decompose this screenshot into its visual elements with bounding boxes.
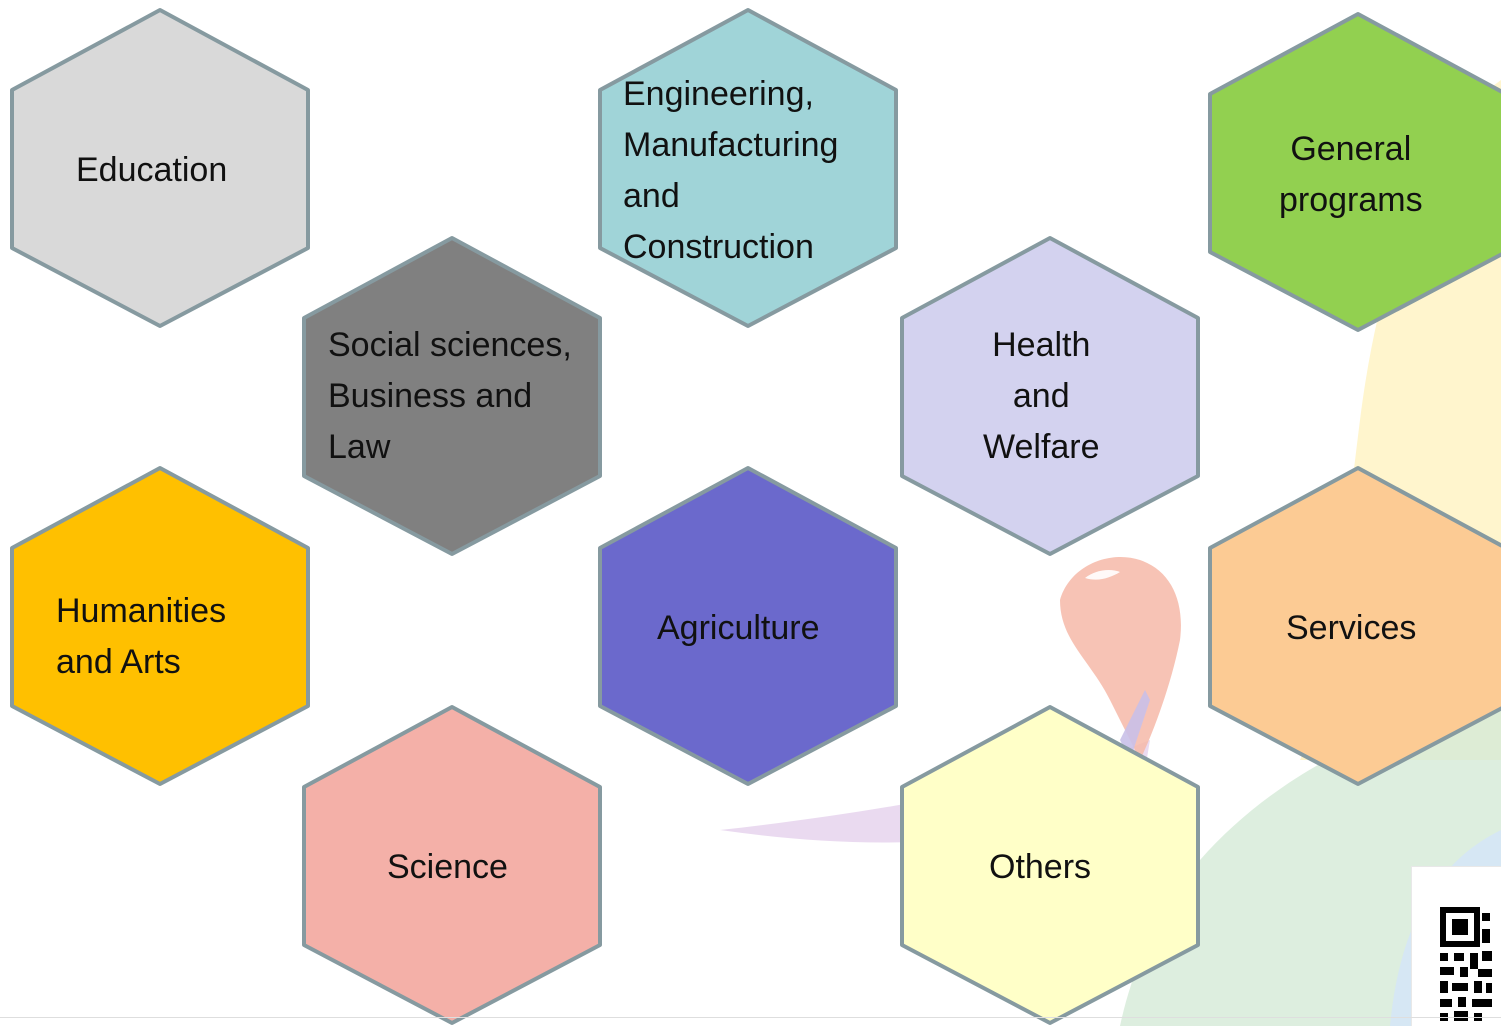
hexagon-humanities-arts: Humanities and Arts	[10, 466, 310, 786]
hexagon-label: Humanities and Arts	[56, 586, 226, 688]
hexagon-label: Science	[387, 842, 508, 893]
footer-divider	[0, 1017, 1501, 1018]
hexagon-label-line: programs	[1279, 181, 1423, 219]
watermark-bird-beak	[1120, 690, 1150, 760]
hexagon-general-programs: General programs	[1208, 12, 1501, 332]
hexagon-label-line: Agriculture	[657, 609, 820, 647]
hexagon-education: Education	[10, 8, 310, 328]
hexagon-agriculture: Agriculture	[598, 466, 898, 786]
hexagon-label-line: and	[623, 177, 680, 215]
hexagon-label-line: Business and	[328, 377, 533, 415]
hexagon-label-line: and Arts	[56, 643, 181, 681]
hexagon-label: General programs	[1279, 124, 1423, 226]
hexagon-label: Agriculture	[657, 603, 820, 654]
hexagon-label-line: Engineering,	[623, 75, 814, 113]
hexagon-services: Services	[1208, 466, 1501, 786]
hexagon-label-line: Health	[992, 326, 1091, 364]
hexagon-label-line: Science	[387, 848, 508, 886]
hexagon-label-line: Social sciences,	[328, 326, 572, 364]
watermark-bird-head	[1060, 556, 1181, 760]
watermark-bird-eye	[1085, 570, 1120, 580]
hexagon-science: Science	[302, 705, 602, 1025]
hexagon-label-line: Law	[328, 428, 391, 466]
hexagon-label: Education	[76, 145, 227, 196]
watermark-green-leaf	[1120, 700, 1501, 1026]
hexagon-label-line: and	[1012, 377, 1070, 415]
hexagon-label: Services	[1286, 603, 1416, 654]
hexagon-label-line: Others	[989, 848, 1092, 886]
hexagon-label-line: Construction	[623, 228, 814, 266]
qr-code-icon	[1411, 866, 1501, 1026]
hexagon-label-line: Humanities	[56, 592, 227, 630]
hexagon-label-line: Services	[1286, 609, 1417, 647]
hexagon-label-line: Education	[76, 151, 228, 189]
hexagon-label-line: Manufacturing	[623, 126, 839, 164]
hexagon-label-line: Welfare	[983, 428, 1100, 466]
hexagon-label-line: General	[1290, 130, 1412, 168]
hexagon-label: Others	[989, 842, 1091, 893]
hexagon-others: Others	[900, 705, 1200, 1025]
